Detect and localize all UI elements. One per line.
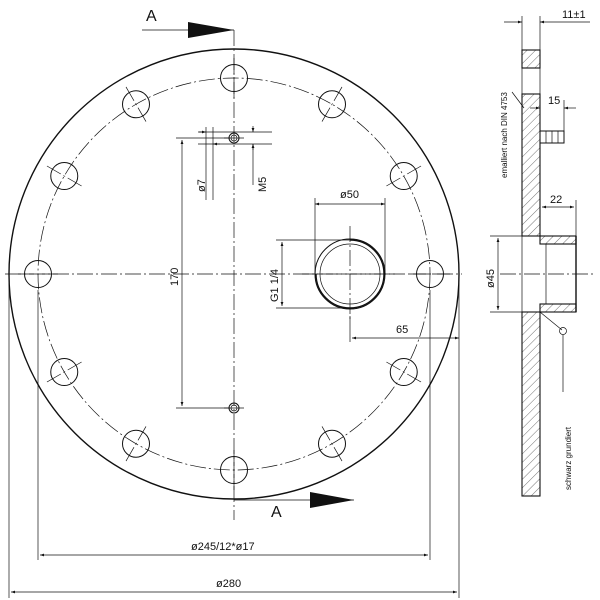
dimension-d7-label: ø7 [196,179,208,192]
bolt-hole [46,358,82,386]
bolt-hole [410,260,450,288]
boss-wall-top [539,235,577,245]
dimension-65-label: 65 [396,324,408,336]
bolt-hole [386,358,422,386]
dimension-170-label: 170 [169,268,181,286]
bolt-hole [122,86,150,122]
note-enamel: emalliert nach DIN 4753 [500,92,525,178]
dimension-22-label: 22 [550,194,562,206]
section-label-bottom: A [271,504,282,521]
threaded-boss [302,226,398,322]
section-view: 11±1 15 22 ø45 emalliert nach DIN 4753 [485,9,596,497]
bolt-hole [318,426,346,462]
section-label-top: A [146,8,157,25]
dimension-bolt-circle: ø245/12*ø17 [37,290,431,560]
bolt-hole [220,450,248,490]
dimension-11-label: 11±1 [562,9,586,21]
bolt-hole [220,58,248,98]
section-marker-bottom: A [234,492,354,521]
dimension-d45: ø45 [485,235,522,313]
boss-wall-bottom [539,303,577,313]
bolt-hole [18,260,58,288]
dimension-15: 15 [530,95,576,131]
dimension-170: 170 [169,137,230,409]
dimension-d50-label: ø50 [340,189,359,201]
plate-segment-lower [521,311,541,497]
dimension-d7-m5: ø7 M5 [196,126,272,200]
dimension-g-thread: G1 1/4 [269,239,350,309]
dimension-d50: ø50 [314,189,386,274]
note-primer: schwarz grundiert [539,311,573,490]
plate-segment-upper [521,93,541,237]
dimension-m5-label: M5 [257,177,269,192]
dimension-d45-label: ø45 [485,269,497,288]
note-primer-label: schwarz grundiert [564,426,573,490]
front-view: 170 ø7 M5 ø50 G1 1/4 [5,8,462,598]
bolt-hole [386,162,422,190]
note-enamel-label: emalliert nach DIN 4753 [500,92,509,178]
bolt-holes [18,58,450,490]
bolt-hole [122,426,150,462]
bolt-hole [318,86,346,122]
section-marker-top: A [142,8,234,38]
dimension-d280-label: ø280 [216,578,241,590]
dimension-d280: ø280 [8,280,460,598]
dimension-g-thread-label: G1 1/4 [269,269,281,302]
dimension-11: 11±1 [504,9,590,50]
bolt-hole [46,162,82,190]
dimension-bolt-circle-label: ø245/12*ø17 [191,541,255,553]
plate-segment-top [521,49,541,69]
dimension-15-label: 15 [548,95,560,107]
dimension-22: 22 [542,194,577,236]
dimension-65: 65 [349,316,459,342]
